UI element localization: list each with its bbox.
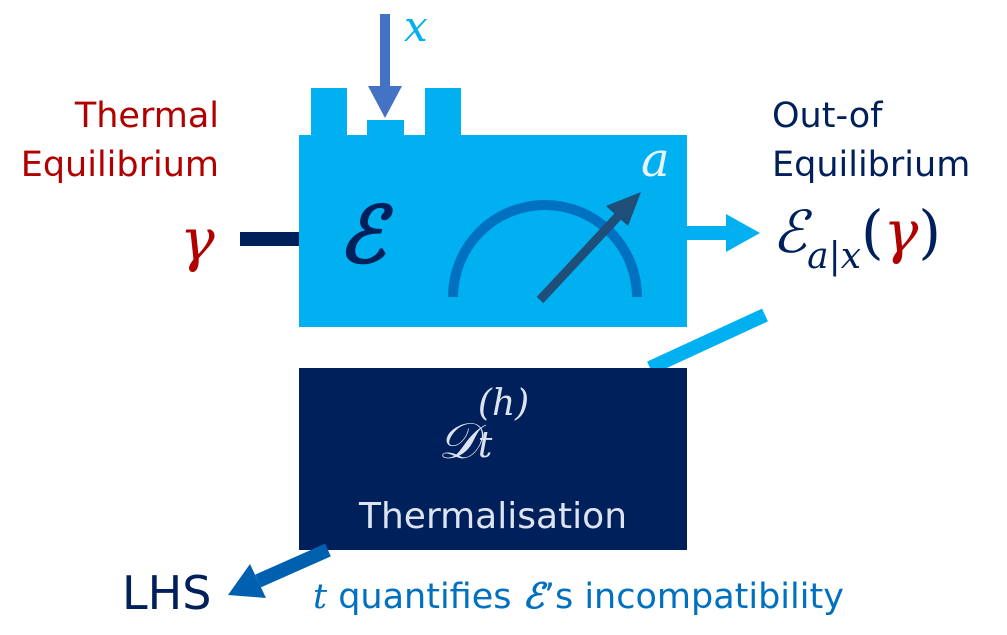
input-gamma-symbol: γ <box>180 206 215 274</box>
input-state-label-line1: Thermal <box>74 96 219 136</box>
device-tab-right <box>425 88 461 138</box>
thermalisation-label: Thermalisation <box>358 496 628 537</box>
thermalisation-d: 𝒟 <box>438 412 478 470</box>
setting-x-symbol: x <box>404 2 428 51</box>
thermalisation-box <box>299 368 687 550</box>
caption-part1: quantifies <box>327 577 523 617</box>
thermalisation-sub-sup: (h)t <box>478 384 529 466</box>
thermalisation-sub: t <box>477 425 493 466</box>
device-tab-left <box>311 88 347 138</box>
output-open-paren: ( <box>861 198 884 266</box>
lhs-label: LHS <box>122 566 212 620</box>
device-tab-center <box>367 120 404 138</box>
thermalisation-connector <box>647 308 768 375</box>
meter-dial-arc <box>448 200 642 298</box>
caption-epsilon: ℰ <box>522 576 544 617</box>
measurement-device <box>299 135 687 327</box>
caption: t quantifies ℰ’s incompatibility <box>313 576 844 617</box>
meter-needle-head <box>606 192 641 226</box>
input-state-label-line2: Equilibrium <box>20 145 219 185</box>
caption-t: t <box>313 577 328 617</box>
output-subscript: a|x <box>807 236 862 277</box>
output-state-label-line1: Out-of <box>772 96 883 136</box>
thermalisation-sup: (h) <box>477 383 530 424</box>
output-state-expression: ℰa|x(γ) <box>772 198 941 277</box>
output-epsilon: ℰ <box>772 198 808 266</box>
lhs-arrow-head <box>228 564 266 598</box>
outcome-a-symbol: a <box>641 132 670 188</box>
output-gamma: γ <box>883 198 919 266</box>
output-state-label-line2: Equilibrium <box>772 145 971 185</box>
output-arrow-head <box>726 214 760 252</box>
meter-needle <box>536 208 626 304</box>
thermalisation-symbol: 𝒟(h)t <box>438 384 529 471</box>
device-epsilon-symbol: ℰ <box>338 190 386 281</box>
caption-part2: ’s incompatibility <box>543 577 844 617</box>
lhs-arrow-shaft <box>255 543 331 588</box>
output-close-paren: ) <box>918 198 941 266</box>
setting-arrow-head <box>368 86 402 118</box>
